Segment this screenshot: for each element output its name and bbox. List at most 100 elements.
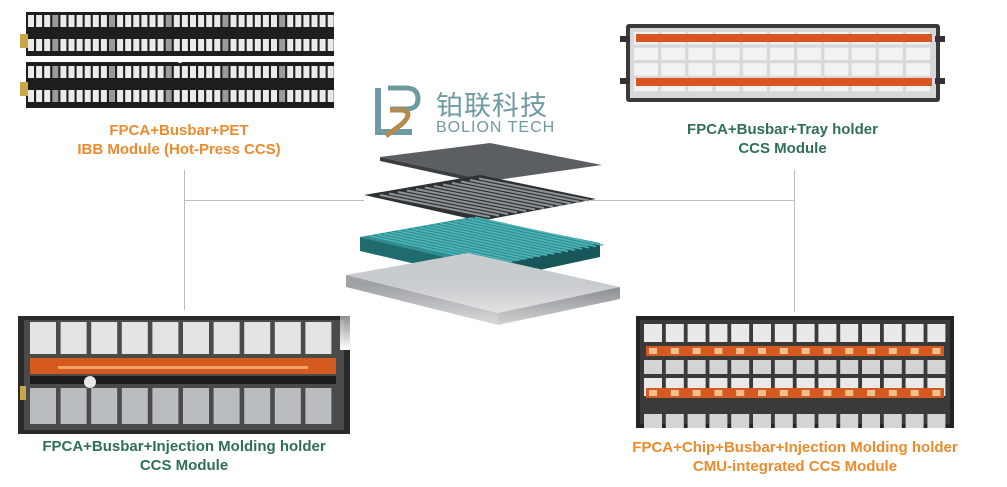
ibb-cell: [28, 66, 34, 78]
ibb-cell: [125, 90, 132, 102]
cmu-cell: [905, 360, 924, 374]
ibb-cell: [327, 90, 334, 102]
ibb-cell: [149, 39, 156, 51]
ibb-cell: [230, 66, 237, 78]
cell-stripe: [397, 230, 527, 260]
ibb-cell: [92, 66, 99, 78]
module-bottom-left: [18, 316, 350, 434]
tray-cell: [770, 63, 794, 76]
ibb-cell: [125, 15, 132, 27]
cmu-integrated-ccs-photo: [636, 316, 954, 428]
ibb-cell: [84, 66, 91, 78]
busbar-tab: [91, 388, 118, 424]
tray-cell: [661, 63, 686, 76]
tray-cell: [851, 47, 876, 61]
cmu-chip: [736, 390, 745, 396]
ibb-cell: [295, 66, 302, 78]
cmu-cell: [883, 414, 902, 428]
ibb-hot-press-ccs-photo: [18, 6, 340, 114]
ibb-cell: [327, 15, 334, 27]
brand-name-en: BOLION TECH: [436, 119, 556, 136]
exploded-battery-pack-illustration: [340, 143, 630, 350]
tray-cell: [797, 63, 822, 76]
ibb-cell: [287, 66, 294, 78]
caption-bottom-right-line1: FPCA+Chip+Busbar+Injection Molding holde…: [632, 439, 958, 456]
cmu-chip: [670, 390, 679, 396]
ibb-cell: [173, 39, 180, 51]
tray-cell: [634, 47, 658, 61]
cmu-cell: [644, 414, 662, 428]
cmu-cell: [796, 324, 815, 342]
ibb-cell: [157, 90, 164, 102]
busbar-tab: [152, 322, 179, 354]
cmu-chip: [888, 390, 897, 396]
cmu-cell: [709, 414, 728, 428]
ibb-cell: [262, 39, 269, 51]
cmu-chip: [779, 390, 788, 396]
ibb-cell: [100, 15, 107, 27]
caption-top-left: FPCA+Busbar+PET IBB Module (Hot-Press CC…: [18, 121, 340, 159]
cmu-cell: [840, 360, 859, 374]
ibb-cell: [262, 90, 269, 102]
cmu-chip: [714, 348, 723, 354]
cmu-cell: [731, 360, 750, 374]
caption-top-right-line2: CCS Module: [738, 140, 827, 157]
cell-stripe: [460, 219, 590, 249]
ibb-cell: [319, 39, 326, 51]
ibb-cell: [190, 90, 196, 102]
ibb-cell: [36, 90, 43, 102]
ibb-cell: [157, 66, 164, 78]
tray-cell: [824, 63, 849, 76]
ibb-cell: [254, 66, 261, 78]
ibb-cell: [100, 39, 107, 51]
ibb-cell: [133, 15, 140, 27]
ibb-cell: [222, 39, 229, 51]
tray-cell: [715, 47, 740, 61]
cmu-chip: [867, 348, 875, 354]
cmu-chip: [932, 348, 941, 354]
ibb-cell: [190, 15, 196, 27]
ibb-cell: [262, 66, 269, 78]
cmu-cell: [840, 414, 859, 428]
ibb-cell: [125, 66, 132, 78]
cell-stripe: [390, 231, 520, 261]
tray-cell: [824, 47, 849, 61]
brand-name-cn: 铂联科技: [436, 91, 548, 122]
busbar-tab: [121, 388, 148, 424]
ibb-cell: [52, 39, 59, 51]
ibb-cell: [246, 15, 253, 27]
ibb-cell: [246, 66, 253, 78]
cmu-chip: [758, 390, 766, 396]
cmu-cell: [709, 324, 728, 342]
busbar-tab: [305, 322, 332, 354]
cmu-cell: [665, 324, 684, 342]
cell-stripe: [453, 220, 583, 250]
ibb-cell: [238, 90, 245, 102]
tray-cell: [906, 47, 930, 61]
busbar-tab: [91, 322, 118, 354]
ibb-cell: [198, 90, 205, 102]
ibb-cell: [198, 15, 205, 27]
cmu-cell: [927, 360, 946, 374]
busbar-tab: [183, 322, 209, 354]
ibb-cell: [279, 66, 286, 78]
ibb-cell: [303, 90, 310, 102]
ibb-cell: [246, 90, 253, 102]
ibb-cell: [141, 39, 148, 51]
cmu-chip: [888, 348, 897, 354]
cmu-chip: [736, 348, 745, 354]
cmu-cell: [644, 324, 662, 342]
ibb-cell: [44, 90, 51, 102]
caption-top-right-line1: FPCA+Busbar+Tray holder: [687, 121, 878, 138]
ibb-cell: [254, 90, 261, 102]
ibb-cell: [206, 39, 213, 51]
ibb-cell: [165, 15, 172, 27]
cmu-cell: [927, 414, 946, 428]
connector-line-vertical-top-right: [794, 170, 795, 312]
ibb-cell: [303, 66, 310, 78]
cmu-chip: [649, 390, 657, 396]
cell-stripe: [446, 221, 576, 251]
ibb-cell: [287, 15, 294, 27]
ibb-cell: [117, 39, 124, 51]
ibb-cell: [198, 39, 205, 51]
